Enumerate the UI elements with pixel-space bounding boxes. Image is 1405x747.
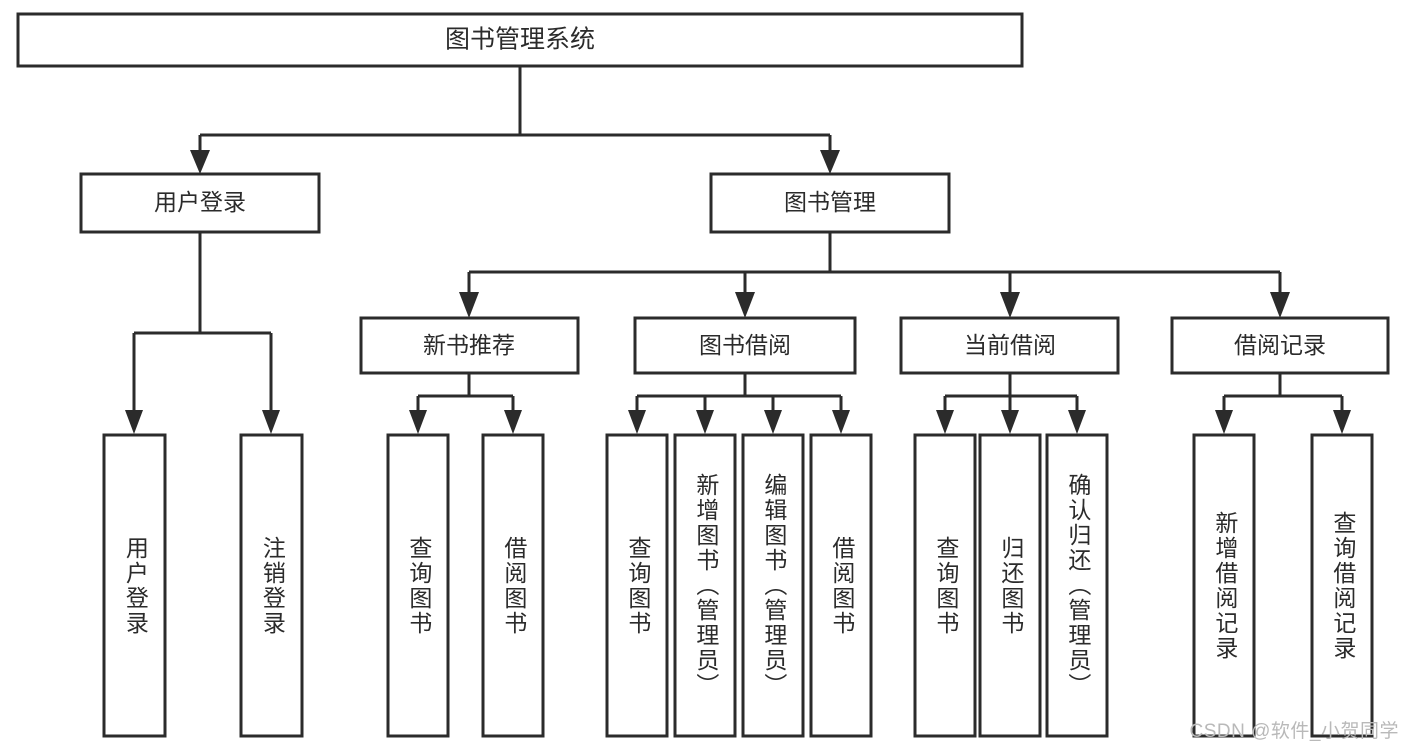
- arrow-tsjy-leaf1: [628, 410, 646, 434]
- nodes-group: 图书管理系统 用户登录 图书管理 新书推荐 图书借阅 当前借阅 借阅记录: [16, 12, 1390, 738]
- arrow-dqjy-leaf3: [1068, 410, 1086, 434]
- csdn-watermark: CSDN @软件_小贺同学: [1189, 721, 1399, 742]
- node-label-borrow-record: 借阅记录: [1234, 332, 1326, 358]
- edges-group: [125, 66, 1351, 434]
- arrow-dqjy-leaf1: [936, 410, 954, 434]
- arrow-to-borrow-record: [1270, 292, 1290, 318]
- node-leaf-query-book-tsjy[interactable]: [605, 433, 669, 738]
- node-label-book-management: 图书管理: [784, 189, 876, 215]
- node-leaf-borrow-book-nbr[interactable]: [481, 433, 545, 738]
- node-book-borrow[interactable]: [633, 316, 857, 375]
- arrow-jyjl-leaf2: [1333, 410, 1351, 434]
- node-leaf-query-book-dqjy[interactable]: [913, 433, 977, 738]
- node-leaf-borrow-book-tsjy[interactable]: [809, 433, 873, 738]
- arrow-to-book-borrow: [735, 292, 755, 318]
- arrow-to-leaf-logout: [262, 410, 280, 434]
- arrow-tsjy-leaf4: [832, 410, 850, 434]
- node-leaf-confirm-return-admin[interactable]: [1045, 433, 1109, 738]
- arrow-to-leaf-user-login: [125, 410, 143, 434]
- node-leaf-query-book-nbr[interactable]: [386, 433, 450, 738]
- node-leaf-return-book[interactable]: [978, 433, 1042, 738]
- node-leaf-edit-book-admin[interactable]: [741, 433, 805, 738]
- node-label-book-borrow: 图书借阅: [699, 332, 791, 358]
- node-book-management[interactable]: [709, 172, 951, 234]
- node-label-new-book-recommend: 新书推荐: [423, 332, 515, 358]
- arrow-dqjy-leaf2: [1001, 410, 1019, 434]
- node-label-root: 图书管理系统: [445, 26, 595, 54]
- node-label-user-login: 用户登录: [154, 189, 246, 215]
- node-leaf-user-login[interactable]: [102, 433, 167, 738]
- node-book-management-system[interactable]: [16, 12, 1024, 68]
- node-new-book-recommend[interactable]: [359, 316, 580, 375]
- node-label-current-borrow: 当前借阅: [964, 332, 1056, 358]
- arrow-tsjy-leaf2: [696, 410, 714, 434]
- node-leaf-query-borrow-record[interactable]: [1310, 433, 1374, 738]
- arrow-nbr-leaf1: [409, 410, 427, 434]
- node-leaf-logout[interactable]: [239, 433, 304, 738]
- arrow-to-user-login: [190, 150, 210, 174]
- node-user-login[interactable]: [79, 172, 321, 234]
- arrow-to-new-book-rec: [459, 292, 479, 318]
- arrow-to-book-manage: [820, 150, 840, 174]
- arrow-tsjy-leaf3: [764, 410, 782, 434]
- arrow-jyjl-leaf1: [1215, 410, 1233, 434]
- node-borrow-record[interactable]: [1170, 316, 1390, 375]
- arrow-nbr-leaf2: [504, 410, 522, 434]
- node-current-borrow[interactable]: [899, 316, 1120, 375]
- node-leaf-add-borrow-record[interactable]: [1192, 433, 1256, 738]
- arrow-to-current-borrow: [1000, 292, 1020, 318]
- node-leaf-add-book-admin[interactable]: [673, 433, 737, 738]
